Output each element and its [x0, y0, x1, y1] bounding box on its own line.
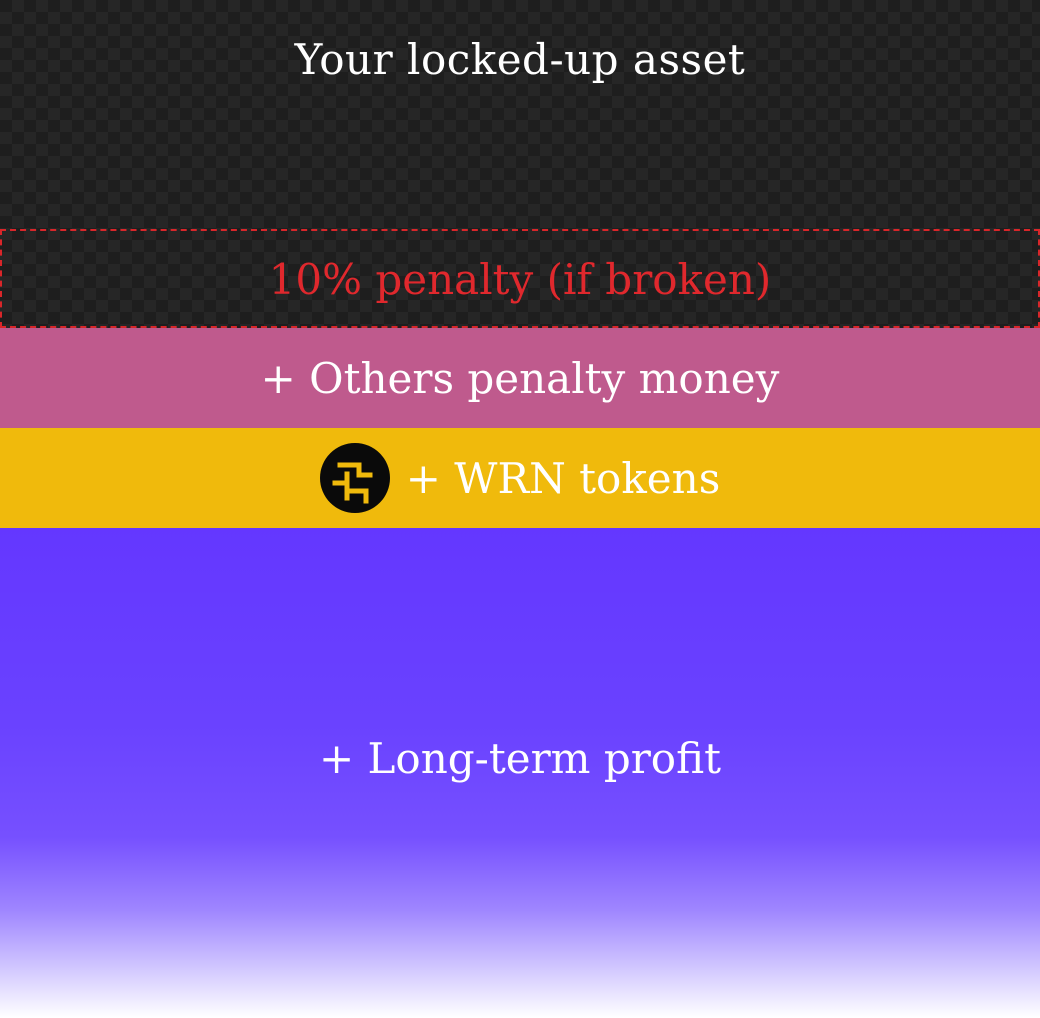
- wrn-tokens-label: + WRN tokens: [405, 453, 721, 503]
- penalty-dashed-box: [0, 229, 1040, 328]
- long-term-profit-label: + Long-term profit: [319, 733, 721, 783]
- locked-asset-area: [0, 0, 1040, 328]
- long-term-profit-band: + Long-term profit: [0, 528, 1040, 1018]
- others-penalty-band: + Others penalty money: [0, 328, 1040, 428]
- locked-asset-label: Your locked-up asset: [294, 35, 746, 84]
- wrn-tokens-band: + WRN tokens: [0, 428, 1040, 528]
- wrn-token-icon: [319, 443, 390, 513]
- others-penalty-label: + Others penalty money: [260, 353, 780, 403]
- penalty-label: 10% penalty (if broken): [268, 255, 772, 304]
